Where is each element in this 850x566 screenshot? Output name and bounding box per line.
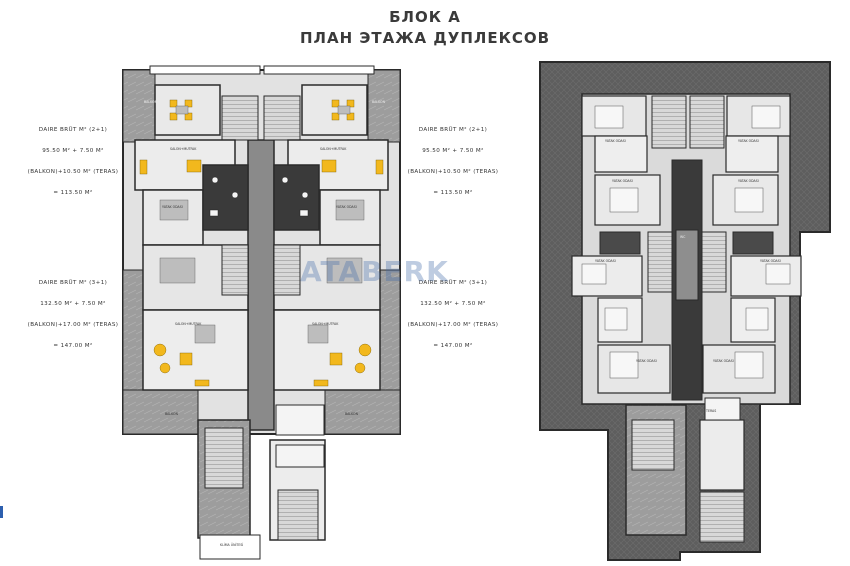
room-label: SALON+MUTFAK: [312, 322, 339, 326]
room-label: YATAK ODASI: [605, 139, 626, 143]
room-label: YATAK ODASI: [162, 205, 183, 209]
room-label: WC: [680, 235, 686, 239]
plan-block-title: БЛОК А: [389, 8, 461, 26]
room-label: BALKON: [372, 100, 386, 104]
room-label: YATAK ODASI: [760, 259, 781, 263]
upper-floor-plan: YATAK ODASI YATAK ODASI YATAK ODASI YATA…: [539, 61, 831, 561]
edge-marker: [0, 506, 3, 518]
room-label: YATAK ODASI: [713, 359, 734, 363]
room-label: YATAK ODASI: [612, 179, 633, 183]
room-label: KLİMA ÜNİTESİ: [220, 542, 243, 547]
room-label: BALKON: [165, 412, 179, 416]
plan-subtitle: ПЛАН ЭТАЖА ДУПЛЕКСОВ: [299, 29, 551, 47]
room-label: SALON+MUTFAK: [320, 147, 347, 151]
room-label: SALON+MUTFAK: [175, 322, 202, 326]
room-label: TERAS: [705, 409, 716, 413]
room-label: YATAK ODASI: [336, 205, 357, 209]
unit-area-upper-right: DAIRE BRÜT M² (2+1) 95.50 M² + 7.50 M² (…: [407, 127, 499, 196]
brand-watermark-logo: ATABERK: [300, 255, 449, 288]
room-label: BALKON: [345, 412, 359, 416]
unit-area-lower-left: DAIRE BRÜT M² (3+1) 132.50 M² + 7.50 M² …: [27, 280, 119, 349]
room-label: SALON+MUTFAK: [170, 147, 197, 151]
room-label: YATAK ODASI: [636, 359, 657, 363]
room-label: YATAK ODASI: [595, 259, 616, 263]
room-label: YATAK ODASI: [738, 139, 759, 143]
room-label: BALKON: [144, 100, 158, 104]
room-label: YATAK ODASI: [738, 179, 759, 183]
unit-area-upper-left: DAIRE BRÜT M² (2+1) 95.50 M² + 7.50 M² (…: [27, 127, 119, 196]
lower-floor-plan: BALKON BALKON SALON+MUTFAK SALON+MUTFAK …: [122, 65, 401, 560]
unit-area-lower-right: DAIRE BRÜT M² (3+1) 132.50 M² + 7.50 M² …: [407, 280, 499, 349]
